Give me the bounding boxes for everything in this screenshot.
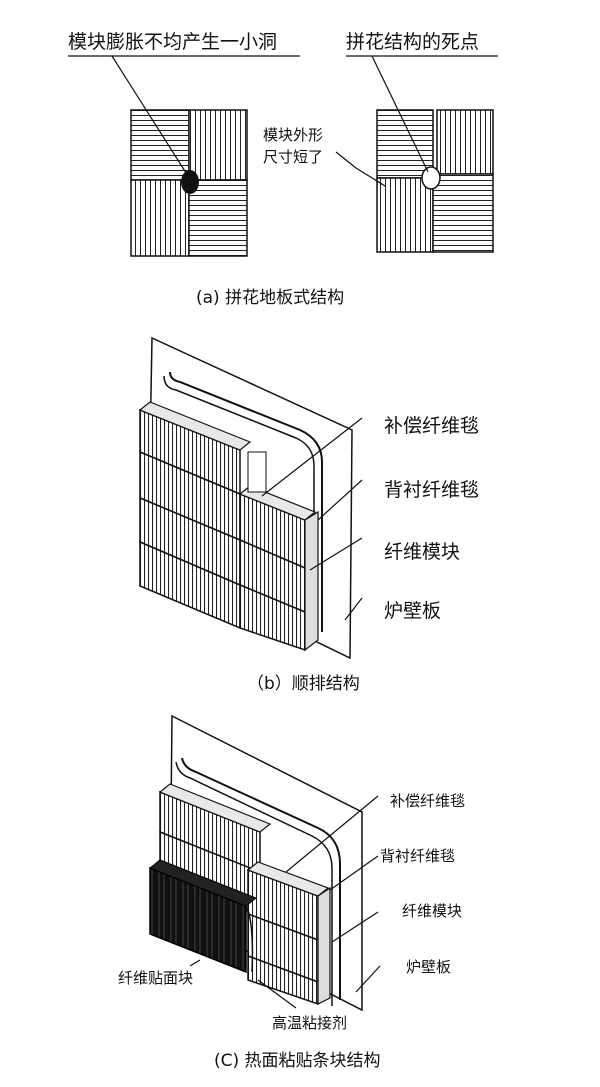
label-dead-point: 拼花结构的死点 — [346, 31, 479, 53]
label-module-size-1: 模块外形 — [263, 126, 323, 144]
label-module-size-2: 尺寸短了 — [263, 148, 323, 166]
caption-c: (C) 热面粘贴条块结构 — [214, 1051, 381, 1071]
small-hole-marker — [181, 170, 199, 194]
dead-point-marker — [421, 166, 441, 190]
parquet-grid-left — [130, 109, 248, 257]
label-b-fiber-module: 纤维模块 — [384, 541, 460, 563]
label-c-compensation-blanket: 补偿纤维毯 — [390, 792, 465, 810]
label-c-backing-blanket: 背衬纤维毯 — [380, 847, 455, 865]
panel-c: 补偿纤维毯 背衬纤维毯 纤维模块 炉壁板 纤维贴面块 高温粘接剂 (C) 热面粘… — [118, 714, 465, 1071]
label-b-backing-blanket: 背衬纤维毯 — [384, 479, 479, 501]
fiber-module-stack-b — [138, 401, 319, 652]
panel-b: 补偿纤维毯 背衬纤维毯 纤维模块 炉壁板 （b）顺排结构 — [138, 336, 479, 694]
label-c-furnace-wall: 炉壁板 — [406, 958, 451, 976]
label-small-hole: 模块膨胀不均产生一小洞 — [68, 31, 277, 53]
label-c-facing-block: 纤维贴面块 — [118, 969, 193, 987]
label-c-adhesive: 高温粘接剂 — [272, 1014, 347, 1032]
fiber-facing-blocks — [149, 859, 257, 974]
parquet-grid-right — [376, 109, 494, 253]
caption-a: (a) 拼花地板式结构 — [196, 288, 344, 308]
label-b-compensation-blanket: 补偿纤维毯 — [384, 415, 479, 437]
panel-a: 模块膨胀不均产生一小洞 拼花结构的死点 模块外形 尺寸短了 (a) 拼花地板式结… — [68, 31, 498, 308]
label-c-fiber-module: 纤维模块 — [402, 902, 462, 920]
caption-b: （b）顺排结构 — [247, 674, 360, 694]
label-b-furnace-wall: 炉壁板 — [384, 600, 441, 622]
